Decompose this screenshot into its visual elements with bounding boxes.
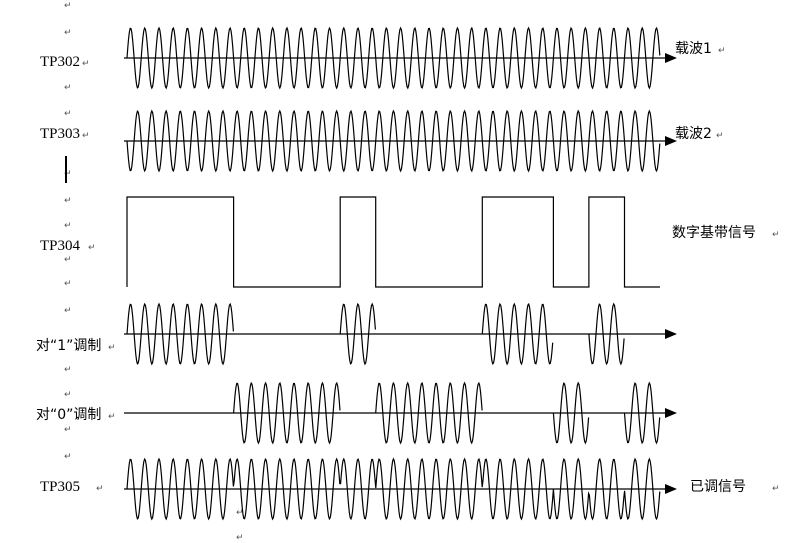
paragraph-mark: ↵ (716, 131, 724, 141)
label-carrier-2: 载波2 (675, 126, 712, 142)
paragraph-mark: ↵ (108, 412, 116, 422)
label-modulated-signal: 已调信号 (690, 479, 746, 495)
paragraph-mark: ↵ (236, 533, 244, 543)
waveform-carrier-1 (126, 26, 661, 90)
paragraph-mark: ↵ (64, 255, 72, 265)
waveform-modulate-1 (126, 302, 625, 366)
paragraph-mark: ↵ (236, 508, 244, 518)
paragraph-mark: ↵ (64, 28, 72, 38)
paragraph-mark: ↵ (64, 452, 72, 462)
paragraph-mark: ↵ (64, 221, 72, 231)
axis-tp303 (124, 136, 677, 146)
paragraph-mark: ↵ (64, 425, 72, 435)
waveform-modulated (126, 457, 661, 521)
label-modulate-0: 对“0”调制 (36, 407, 101, 423)
paragraph-mark: ↵ (82, 59, 90, 69)
axis-mod0 (124, 408, 677, 418)
waveform-modulate-0 (233, 381, 661, 445)
paragraph-mark: ↵ (64, 279, 72, 289)
label-tp305: TP305 (40, 479, 80, 495)
label-modulate-1: 对“1”调制 (36, 338, 101, 354)
paragraph-mark: ↵ (96, 484, 104, 494)
paragraph-mark: ↵ (64, 169, 72, 179)
paragraph-mark: ↵ (718, 46, 726, 56)
paragraph-mark: ↵ (772, 484, 780, 494)
label-tp303: TP303 (40, 126, 80, 142)
axis-tp302 (124, 53, 677, 63)
axis-tp305 (124, 484, 677, 494)
label-tp302: TP302 (40, 54, 80, 70)
label-carrier-1: 载波1 (675, 41, 712, 57)
paragraph-mark: ↵ (64, 1, 72, 11)
label-tp304: TP304 (40, 238, 81, 254)
paragraph-mark: ↵ (64, 109, 72, 119)
waveform-carrier-2 (126, 109, 661, 173)
paragraph-marks: ↵ ↵ ↵ ↵ ↵ ↵ ↵ ↵ ↵ ↵ ↵ ↵ ↵ ↵ ↵ ↵ ↵ ↵ ↵ ↵ ↵ ↵ ↵ ↵ ↵ ↵ (64, 1, 780, 543)
paragraph-mark: ↵ (82, 131, 90, 141)
paragraph-mark: ↵ (64, 196, 72, 206)
paragraph-mark: ↵ (108, 343, 116, 353)
paragraph-mark: ↵ (88, 243, 96, 253)
paragraph-mark: ↵ (64, 390, 72, 400)
paragraph-mark: ↵ (64, 306, 72, 316)
paragraph-mark: ↵ (64, 83, 72, 93)
label-baseband-signal: 数字基带信号 (672, 224, 756, 241)
paragraph-mark: ↵ (64, 365, 72, 375)
paragraph-mark: ↵ (772, 230, 780, 240)
axis-mod1 (124, 329, 677, 339)
waveform-baseband (126, 196, 660, 288)
